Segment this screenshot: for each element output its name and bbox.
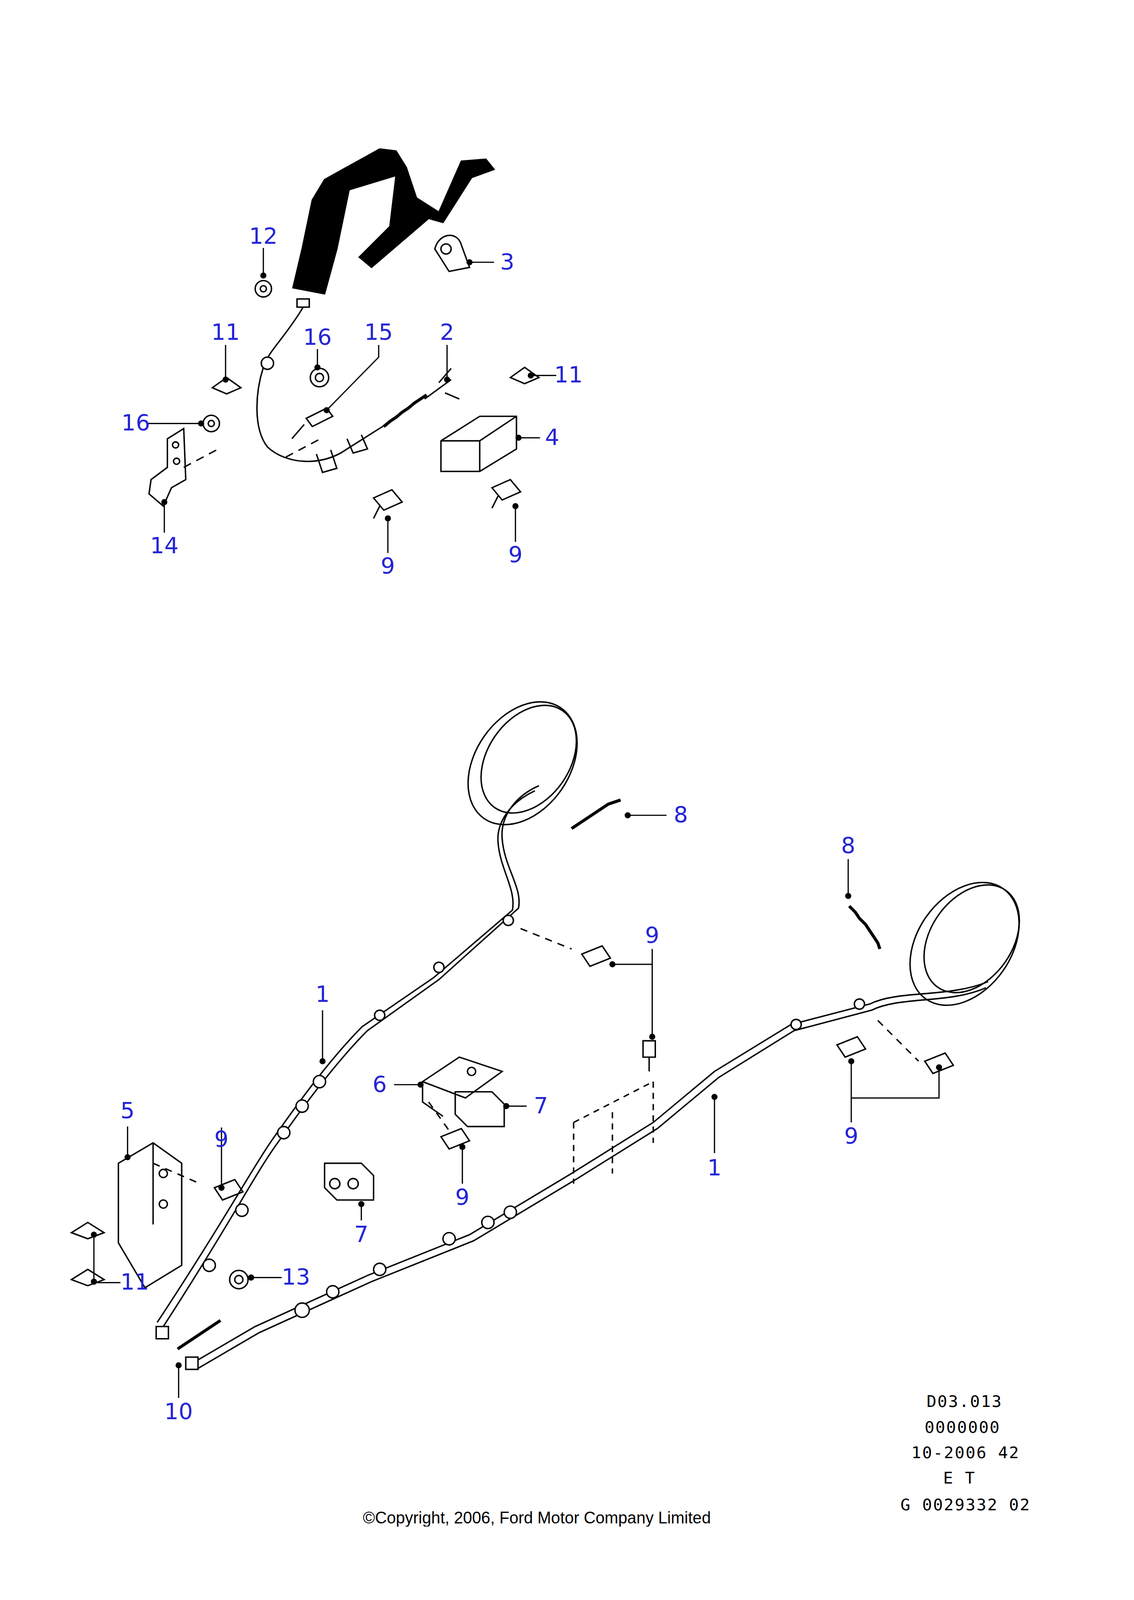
drawing-code: G 0029332 02	[900, 1496, 1031, 1514]
drawing-code: 10-2006 42	[911, 1444, 1020, 1462]
callout-number: 6	[372, 1073, 387, 1096]
callout-number: 10	[164, 1400, 194, 1424]
callout-number: 1	[707, 1157, 722, 1180]
callout-number: 8	[673, 803, 689, 827]
callout-number: 16	[303, 326, 332, 350]
callout-number: 9	[214, 1128, 229, 1152]
callout-number: 16	[121, 412, 150, 435]
callout-number: 13	[281, 1266, 311, 1289]
callout-number: 9	[645, 924, 660, 947]
callout-number: 5	[120, 1100, 136, 1123]
callout-number: 14	[149, 534, 179, 558]
callout-number: 4	[545, 426, 560, 449]
callout-number: 15	[364, 321, 393, 344]
callout-number: 9	[508, 543, 523, 567]
drawing-code: D03.013	[926, 1393, 1003, 1410]
callout-number: 12	[249, 225, 278, 249]
copyright-caption: ©Copyright, 2006, Ford Motor Company Lim…	[362, 1510, 711, 1527]
callout-number: 9	[455, 1186, 470, 1210]
callout-number: 11	[120, 1271, 150, 1294]
callout-number: 7	[533, 1094, 549, 1118]
callout-number: 2	[439, 321, 455, 344]
drawing-code: E T	[943, 1470, 976, 1487]
callout-number: 3	[500, 250, 515, 274]
callout-number: 9	[380, 554, 396, 578]
callout-number: 8	[840, 834, 856, 858]
callout-number: 9	[844, 1125, 859, 1149]
callout-number: 1	[315, 983, 330, 1007]
callout-number: 11	[211, 321, 240, 344]
callout-number: 7	[354, 1223, 369, 1246]
drawing-code: 0000000	[924, 1418, 1001, 1436]
callout-number: 11	[554, 364, 583, 387]
